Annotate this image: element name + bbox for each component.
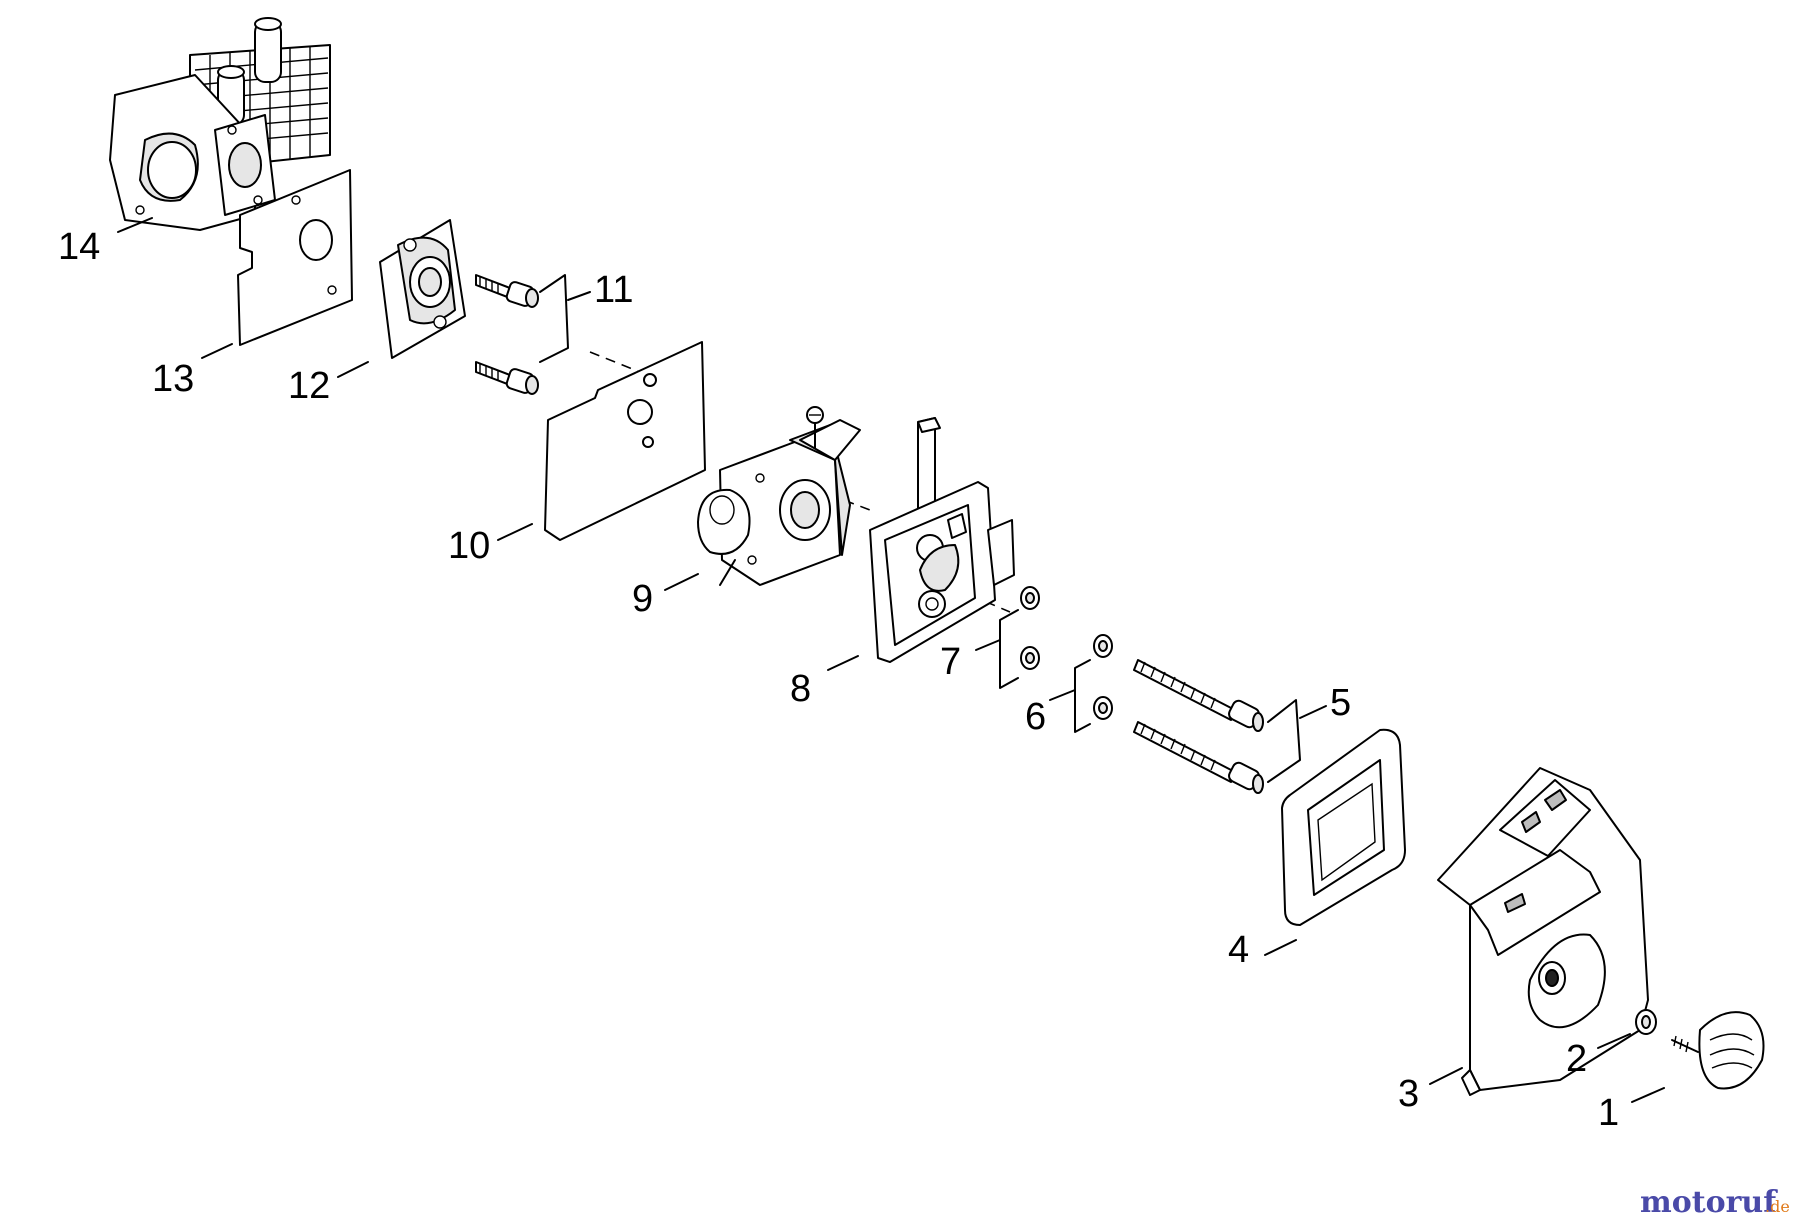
label-14: 14	[58, 226, 100, 268]
label-5: 5	[1330, 682, 1351, 724]
label-6: 6	[1025, 696, 1046, 738]
label-9: 9	[632, 578, 653, 620]
leader-12	[337, 361, 369, 378]
leader-2	[1597, 1033, 1631, 1049]
bracket-11	[539, 274, 569, 363]
label-7: 7	[940, 641, 961, 683]
bracket-5	[1267, 699, 1301, 783]
label-10: 10	[448, 525, 490, 567]
leader-4	[1264, 939, 1297, 956]
part-14-cylinder	[109, 17, 331, 231]
part-7-washers	[1020, 586, 1040, 670]
label-13: 13	[152, 358, 194, 400]
leader-3	[1429, 1067, 1463, 1085]
bracket-7	[999, 609, 1019, 689]
label-12: 12	[288, 365, 330, 407]
leader-6	[1049, 689, 1076, 701]
label-11: 11	[594, 269, 633, 311]
leader-1	[1631, 1087, 1665, 1103]
part-12-insulator	[379, 219, 466, 359]
leader-9	[664, 573, 699, 591]
leader-13	[201, 343, 233, 359]
leader-7	[975, 639, 1001, 651]
part-5-screws	[1133, 659, 1264, 794]
part-6-nuts	[1093, 634, 1113, 720]
leader-8	[827, 655, 859, 671]
part-13-gasket	[237, 169, 353, 346]
leader-10	[497, 523, 533, 541]
watermark-brand: motoruf	[1640, 1185, 1778, 1220]
leader-5	[1299, 705, 1327, 719]
watermark-suffix: .de	[1765, 1197, 1790, 1216]
part-4-air-filter	[1281, 728, 1406, 926]
part-8-filter-base	[869, 417, 1015, 663]
watermark-logo: motoruf .de	[1640, 1185, 1790, 1220]
part-1-knob	[1671, 1011, 1765, 1090]
label-2: 2	[1566, 1038, 1587, 1080]
label-8: 8	[790, 668, 811, 710]
leader-14	[117, 217, 153, 233]
alignment-line	[589, 351, 641, 373]
label-4: 4	[1228, 929, 1249, 971]
leader-11	[567, 291, 591, 301]
part-9-carburetor	[697, 406, 861, 586]
part-10-gasket	[544, 341, 706, 541]
label-3: 3	[1398, 1073, 1419, 1115]
part-2-washer	[1635, 1009, 1657, 1035]
part-3-air-cleaner-cover	[1437, 767, 1649, 1096]
bracket-6	[1074, 659, 1091, 733]
label-1: 1	[1598, 1092, 1619, 1134]
part-11-bolts	[475, 274, 539, 395]
